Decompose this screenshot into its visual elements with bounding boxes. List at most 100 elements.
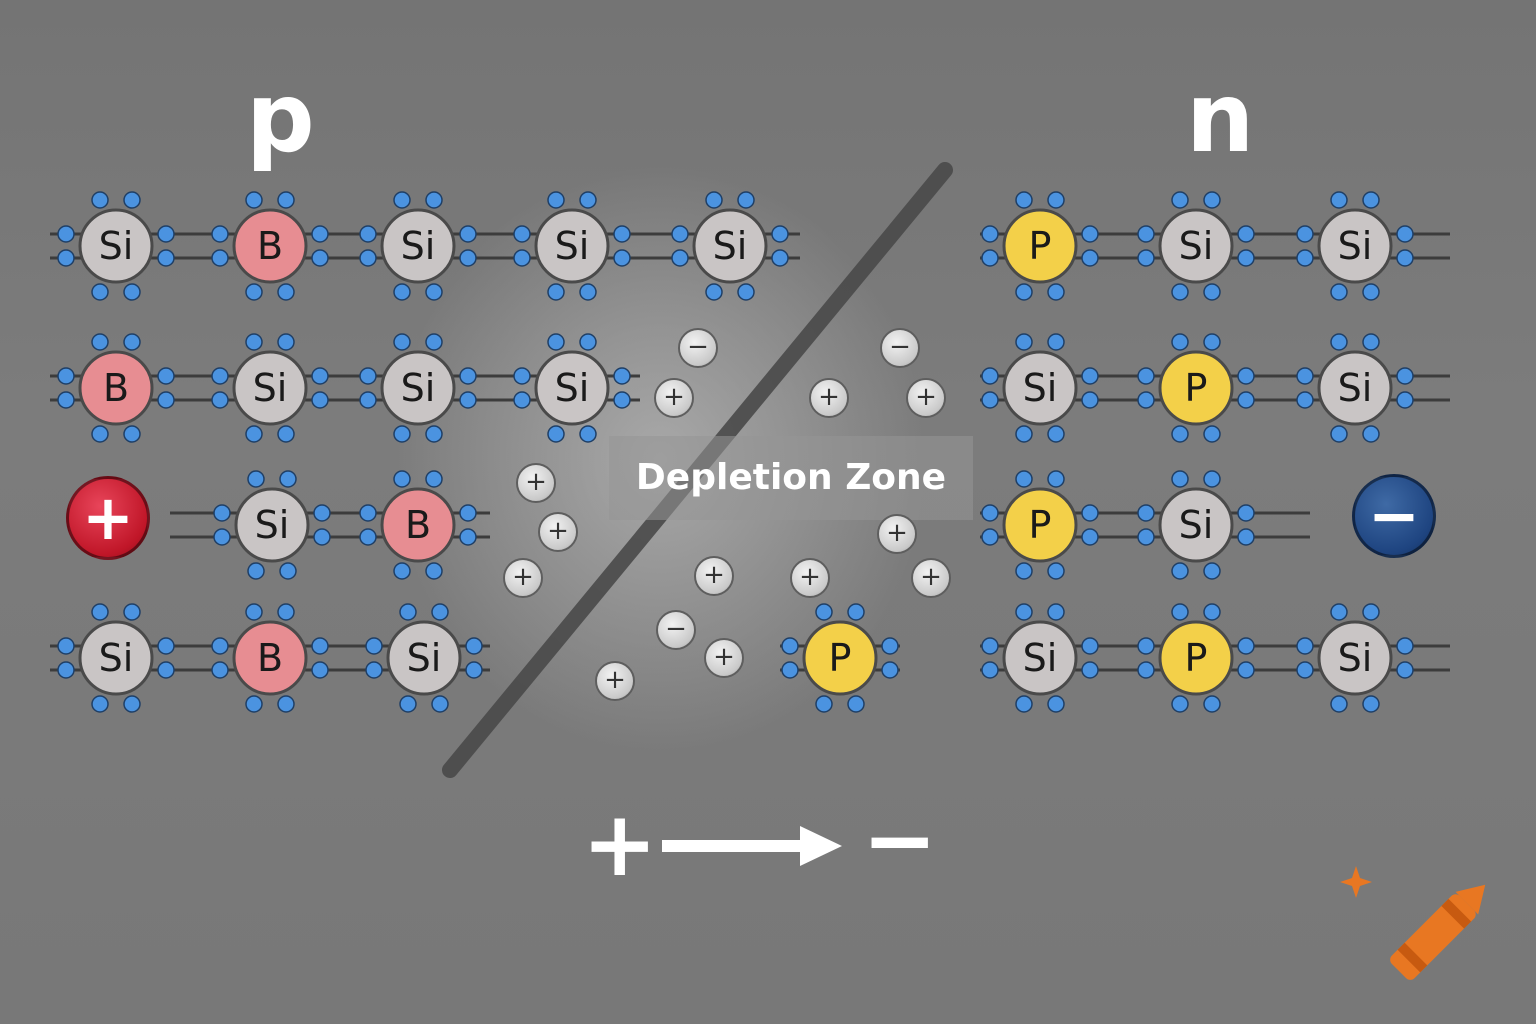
- electron: [1171, 425, 1189, 443]
- electron: [277, 695, 295, 713]
- atom-si: [380, 208, 456, 284]
- electron: [815, 695, 833, 713]
- atom-b: [380, 487, 456, 563]
- electron: [213, 528, 231, 546]
- electron: [513, 367, 531, 385]
- positive-ion: +: [538, 512, 578, 552]
- electron: [1330, 191, 1348, 209]
- field-arrow: [662, 826, 842, 866]
- electron: [1171, 283, 1189, 301]
- electron: [1081, 225, 1099, 243]
- electron: [311, 249, 329, 267]
- electron: [277, 333, 295, 351]
- electron: [1137, 637, 1155, 655]
- electron: [245, 695, 263, 713]
- electron: [1237, 528, 1255, 546]
- electron: [513, 249, 531, 267]
- electron: [365, 637, 383, 655]
- electron: [671, 249, 689, 267]
- electron: [313, 504, 331, 522]
- electron: [1015, 191, 1033, 209]
- electron: [1081, 528, 1099, 546]
- electron: [1330, 333, 1348, 351]
- positive-ion: +: [906, 378, 946, 418]
- electron: [1203, 562, 1221, 580]
- positive-ion: +: [911, 558, 951, 598]
- electron: [1137, 504, 1155, 522]
- electron: [1296, 367, 1314, 385]
- electron: [1081, 504, 1099, 522]
- electron: [1015, 695, 1033, 713]
- electron: [91, 333, 109, 351]
- electron: [1015, 425, 1033, 443]
- electron: [1362, 191, 1380, 209]
- electron: [393, 333, 411, 351]
- electron: [123, 283, 141, 301]
- electron: [981, 225, 999, 243]
- electron: [771, 249, 789, 267]
- positive-ion: +: [503, 558, 543, 598]
- electron: [245, 191, 263, 209]
- electron: [57, 249, 75, 267]
- electron: [157, 367, 175, 385]
- electron: [513, 225, 531, 243]
- electron: [311, 637, 329, 655]
- crayon-logo-icon: [1340, 866, 1486, 980]
- electron: [311, 367, 329, 385]
- electron: [1081, 367, 1099, 385]
- electron: [1396, 367, 1414, 385]
- electron: [399, 603, 417, 621]
- electron: [1171, 333, 1189, 351]
- electron: [847, 603, 865, 621]
- electron: [211, 661, 229, 679]
- electron: [459, 225, 477, 243]
- negative-terminal: −: [1352, 474, 1436, 558]
- electron: [213, 504, 231, 522]
- atom-p: [1158, 350, 1234, 426]
- electron: [613, 367, 631, 385]
- electron: [737, 191, 755, 209]
- electron: [613, 391, 631, 409]
- atom-si: [1317, 208, 1393, 284]
- electron: [459, 528, 477, 546]
- electron: [579, 333, 597, 351]
- electron: [1081, 249, 1099, 267]
- electron: [1137, 391, 1155, 409]
- electron: [459, 391, 477, 409]
- electron: [57, 367, 75, 385]
- electron: [277, 603, 295, 621]
- electron: [393, 470, 411, 488]
- electron: [1171, 191, 1189, 209]
- atom-si: [534, 350, 610, 426]
- positive-ion: +: [704, 638, 744, 678]
- electron: [123, 191, 141, 209]
- electron: [1330, 425, 1348, 443]
- electron: [359, 391, 377, 409]
- electron: [311, 391, 329, 409]
- electron: [393, 283, 411, 301]
- electron: [1330, 283, 1348, 301]
- electron: [579, 283, 597, 301]
- electron: [579, 425, 597, 443]
- electron: [981, 367, 999, 385]
- electron: [1171, 695, 1189, 713]
- electron: [123, 695, 141, 713]
- atom-si: [1002, 350, 1078, 426]
- electron: [1296, 225, 1314, 243]
- electron: [981, 391, 999, 409]
- electron: [1137, 367, 1155, 385]
- electron: [359, 504, 377, 522]
- electron: [247, 562, 265, 580]
- electron: [245, 283, 263, 301]
- electron: [1330, 603, 1348, 621]
- electron: [1237, 504, 1255, 522]
- electron: [1237, 661, 1255, 679]
- electron: [513, 391, 531, 409]
- electron: [365, 661, 383, 679]
- atom-p: [1002, 208, 1078, 284]
- electron: [1203, 283, 1221, 301]
- positive-ion: +: [809, 378, 849, 418]
- electron: [313, 528, 331, 546]
- electron: [245, 425, 263, 443]
